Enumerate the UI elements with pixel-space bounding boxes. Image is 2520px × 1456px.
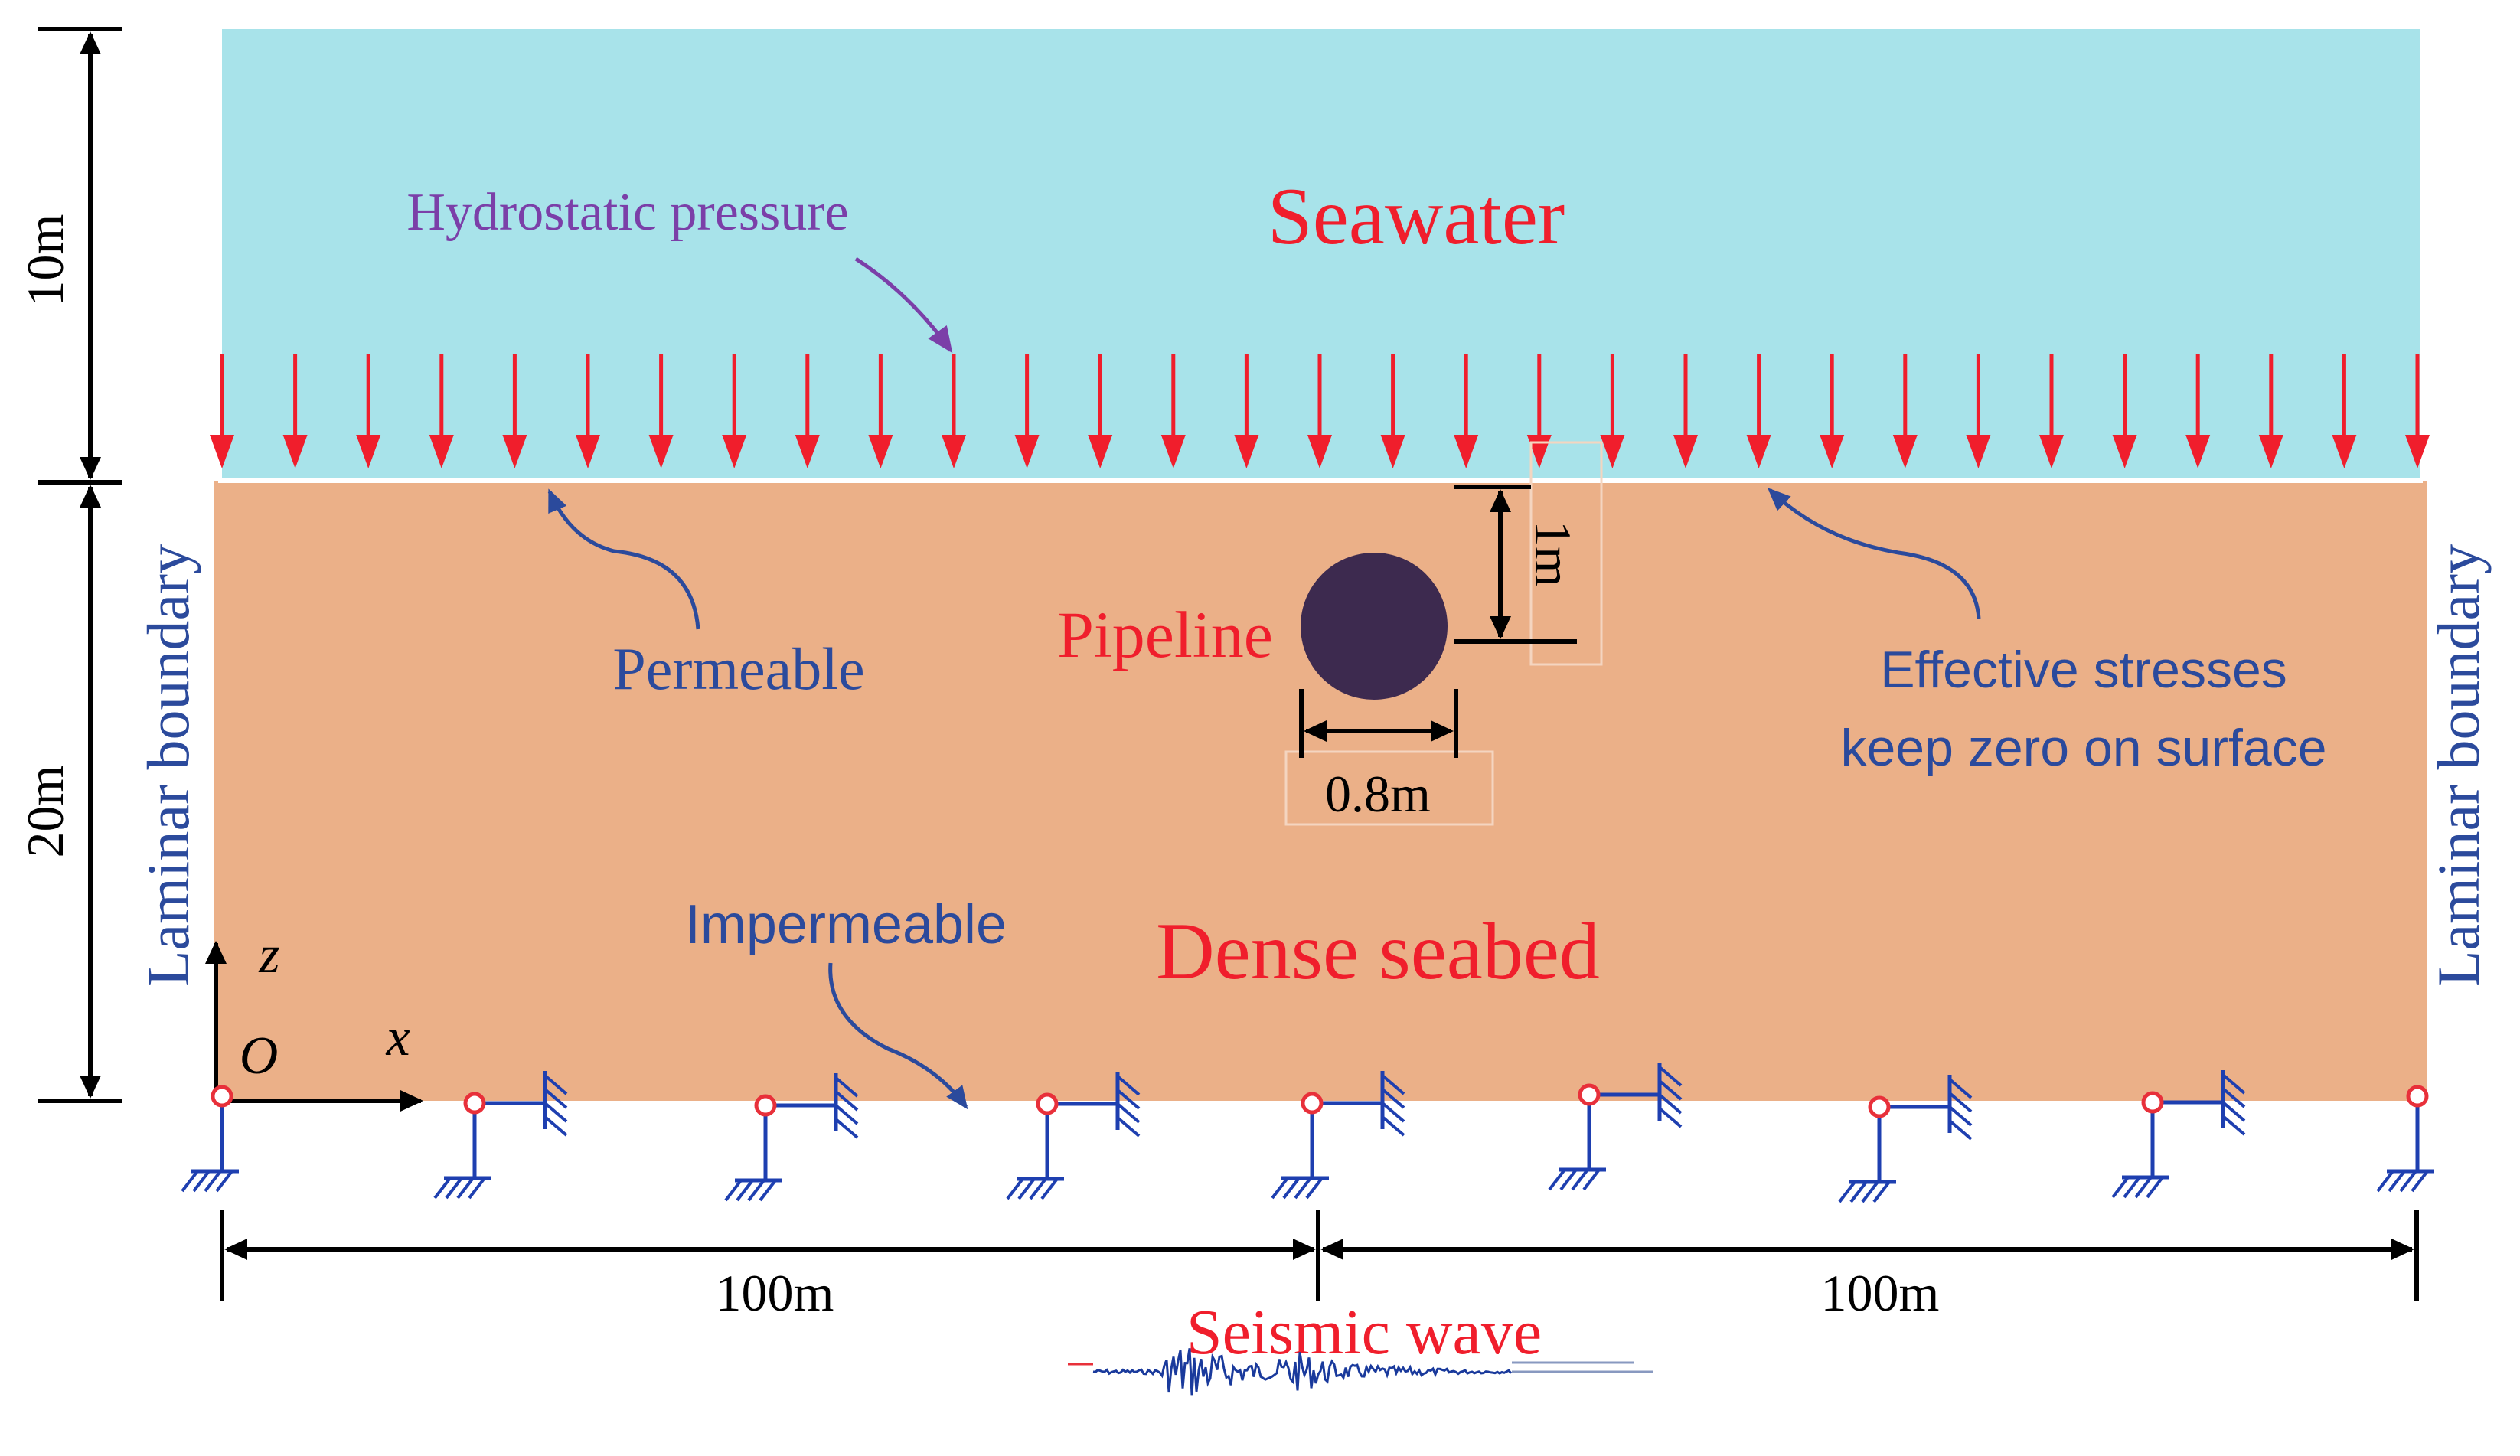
impermeable-pointer bbox=[828, 962, 968, 1110]
pressure-arrow bbox=[210, 354, 234, 468]
pressure-arrow bbox=[2258, 354, 2283, 468]
roller-support-icon bbox=[2376, 1085, 2434, 1193]
origin-label: O bbox=[240, 1027, 279, 1085]
seismic-waveform-icon bbox=[1068, 1348, 1653, 1396]
roller-support-icon bbox=[433, 1071, 568, 1200]
pressure-arrow bbox=[1088, 354, 1113, 468]
pressure-arrow bbox=[795, 354, 820, 468]
pipe-diameter-label-box bbox=[1284, 750, 1494, 826]
pressure-arrow bbox=[1160, 354, 1186, 468]
pressure-arrow bbox=[648, 354, 674, 468]
pressure-arrow bbox=[1014, 354, 1040, 468]
roller-support-icon bbox=[181, 1085, 239, 1193]
pressure-arrow bbox=[1673, 354, 1698, 468]
hydrostatic-pressure-arrows bbox=[210, 354, 2430, 468]
pressure-arrow bbox=[1600, 354, 1625, 468]
bottom-supports bbox=[181, 1063, 2434, 1203]
pipeline-circle bbox=[1301, 553, 1448, 700]
pressure-arrow bbox=[1454, 354, 1479, 468]
effective-stresses-label-line2: keep zero on surface bbox=[1840, 719, 2326, 777]
burial-depth-label: 1m bbox=[1524, 521, 1582, 587]
pressure-arrow bbox=[1892, 354, 1918, 468]
z-axis-label: z bbox=[258, 926, 279, 984]
roller-support-icon bbox=[1006, 1072, 1141, 1200]
roller-support-icon bbox=[724, 1073, 859, 1202]
pressure-arrow bbox=[282, 354, 308, 468]
pressure-arrow bbox=[2185, 354, 2211, 468]
laminar-boundary-right-label: Laminar boundary bbox=[2425, 544, 2492, 987]
effective-stresses-pointer bbox=[1768, 488, 1981, 619]
effective-stresses-label-line1: Effective stresses bbox=[1880, 641, 2287, 699]
seabed-depth-label: 20m bbox=[16, 766, 74, 858]
hydrostatic-pressure-label: Hydrostatic pressure bbox=[406, 183, 848, 242]
x-axis-label: x bbox=[385, 1008, 410, 1067]
dense-seabed-label: Dense seabed bbox=[1156, 906, 1600, 996]
seismic-wave-label: Seismic wave bbox=[1187, 1297, 1542, 1368]
pipe-diameter-label: 0.8m bbox=[1325, 765, 1431, 823]
pressure-arrow bbox=[2332, 354, 2357, 468]
water-depth-label: 10m bbox=[16, 214, 74, 307]
half-width-right-label: 100m bbox=[1821, 1264, 1940, 1322]
pressure-arrow bbox=[1966, 354, 1991, 468]
pressure-arrow bbox=[1380, 354, 1405, 468]
hydrostatic-pressure-pointer bbox=[854, 256, 953, 354]
pressure-arrow bbox=[502, 354, 527, 468]
pressure-arrow bbox=[1234, 354, 1259, 468]
laminar-boundary-left-label: Laminar boundary bbox=[135, 544, 201, 987]
pressure-arrow bbox=[942, 354, 966, 468]
pressure-arrow bbox=[722, 354, 747, 468]
permeable-label: Permeable bbox=[612, 635, 864, 702]
permeable-pointer bbox=[547, 488, 700, 630]
burial-depth-label-box bbox=[1529, 441, 1603, 666]
pressure-arrow bbox=[2039, 354, 2064, 468]
seabed-region bbox=[214, 481, 2427, 1101]
seawater-label: Seawater bbox=[1268, 171, 1565, 261]
pressure-arrow bbox=[429, 354, 454, 468]
roller-support-icon bbox=[1548, 1063, 1683, 1191]
roller-support-icon bbox=[1838, 1075, 1973, 1203]
pressure-arrow bbox=[2405, 354, 2430, 468]
pressure-arrow bbox=[1307, 354, 1332, 468]
half-width-left-label: 100m bbox=[716, 1264, 834, 1322]
impermeable-label: Impermeable bbox=[685, 894, 1007, 955]
roller-support-icon bbox=[2111, 1070, 2246, 1199]
pressure-arrow bbox=[2112, 354, 2137, 468]
pressure-arrow bbox=[868, 354, 893, 468]
roller-support-icon bbox=[1271, 1071, 1405, 1200]
pressure-arrow bbox=[576, 354, 600, 468]
pressure-arrow bbox=[356, 354, 381, 468]
pressure-arrow bbox=[1746, 354, 1771, 468]
pressure-arrow bbox=[1820, 354, 1845, 468]
pipeline-label: Pipeline bbox=[1057, 598, 1273, 671]
